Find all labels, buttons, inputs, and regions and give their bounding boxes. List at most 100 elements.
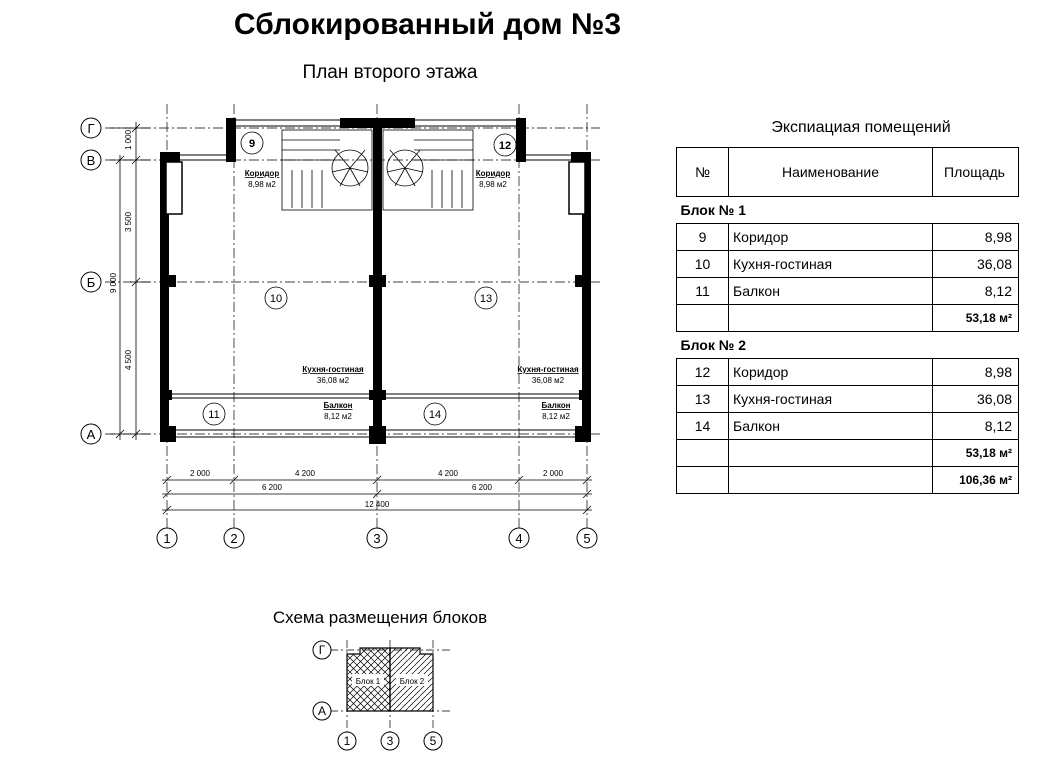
room-area-14: 8,12 м2 (542, 412, 570, 421)
stairs (281, 129, 474, 211)
page-title: Сблокированный дом №3 (233, 8, 622, 41)
scheme-block2-label: Блок 2 (400, 677, 425, 686)
room-area-9: 8,98 м2 (248, 180, 276, 189)
total-row: 53,18 м² (676, 304, 1019, 332)
room-name-12: Коридор (476, 169, 511, 178)
dim-h-2000-right: 2 000 (543, 469, 564, 478)
header-num: № (676, 147, 729, 197)
cell-empty (728, 439, 933, 467)
cell-name: Балкон (728, 277, 933, 305)
block2-total: 53,18 м² (932, 439, 1019, 467)
cell-area: 8,98 (932, 223, 1019, 251)
axis-label-b: Б (87, 275, 96, 290)
axis-label-a: А (87, 427, 96, 442)
dim-v-4500: 4 500 (124, 349, 133, 370)
cell-num: 9 (676, 223, 729, 251)
block2-label: Блок № 2 (676, 331, 1019, 359)
explication-table: № Наименование Площадь Блок № 1 9 Коридо… (676, 147, 1019, 494)
room-area-11: 8,12 м2 (324, 412, 352, 421)
room-area-13: 36,08 м2 (532, 376, 565, 385)
cell-area: 36,08 (932, 385, 1019, 413)
cell-name: Кухня-гостиная (728, 385, 933, 413)
room-number-10: 10 (270, 293, 282, 305)
cell-empty (728, 304, 933, 332)
cell-area: 8,12 (932, 277, 1019, 305)
grand-total: 106,36 м² (932, 466, 1019, 494)
blocks-scheme: Блок 1 Блок 2 Г А 1 3 5 (312, 640, 450, 751)
room-number-14: 14 (429, 409, 441, 421)
table-row: 14 Балкон 8,12 (676, 412, 1019, 440)
cell-area: 36,08 (932, 250, 1019, 278)
cell-num: 13 (676, 385, 729, 413)
axis-label-1: 1 (163, 531, 170, 546)
table-row: 13 Кухня-гостиная 36,08 (676, 385, 1019, 413)
cell-name: Коридор (728, 358, 933, 386)
room-name-11: Балкон (324, 401, 353, 410)
walls (160, 118, 591, 444)
total-row: 53,18 м² (676, 439, 1019, 467)
scheme-axis-3: 3 (387, 734, 394, 748)
dim-h-6200-left: 6 200 (262, 483, 283, 492)
room-number-13: 13 (480, 293, 492, 305)
room-number-12: 12 (499, 140, 511, 152)
axis-label-2: 2 (230, 531, 237, 546)
table-row: 9 Коридор 8,98 (676, 223, 1019, 251)
cell-num: 14 (676, 412, 729, 440)
horizontal-dimensions (162, 475, 592, 515)
table-row: 10 Кухня-гостиная 36,08 (676, 250, 1019, 278)
header-name: Наименование (728, 147, 933, 197)
vertical-dimensions (110, 122, 150, 440)
dim-h-6200-right: 6 200 (472, 483, 493, 492)
cell-empty (676, 466, 729, 494)
axis-label-5: 5 (583, 531, 590, 546)
block-row: Блок № 1 (676, 196, 1019, 224)
cell-num: 11 (676, 277, 729, 305)
cell-name: Балкон (728, 412, 933, 440)
cell-empty (676, 304, 729, 332)
cell-name: Кухня-гостиная (728, 250, 933, 278)
room-area-10: 36,08 м2 (317, 376, 350, 385)
cell-name: Коридор (728, 223, 933, 251)
scheme-axis-g: Г (319, 643, 326, 657)
axis-label-3: 3 (373, 531, 380, 546)
scheme-title: Схема размещения блоков (272, 608, 488, 627)
room-name-9: Коридор (245, 169, 280, 178)
header-area: Площадь (932, 147, 1019, 197)
table-row: 12 Коридор 8,98 (676, 358, 1019, 386)
explication-title: Экспиациая помещений (771, 119, 951, 136)
cell-area: 8,12 (932, 412, 1019, 440)
axis-label-v: В (87, 153, 96, 168)
row-axis-markers: Г В Б А (80, 117, 102, 445)
scheme-axis-1: 1 (344, 734, 351, 748)
room-number-9: 9 (249, 138, 255, 150)
block1-label: Блок № 1 (676, 196, 1019, 224)
room-labels: Коридор 8,98 м2 Коридор 8,98 м2 Кухня-го… (245, 169, 579, 421)
room-name-13: Кухня-гостиная (517, 365, 579, 374)
cell-empty (728, 466, 933, 494)
block1-total: 53,18 м² (932, 304, 1019, 332)
block-row: Блок № 2 (676, 331, 1019, 359)
room-number-11: 11 (208, 409, 219, 421)
plan-title: План второго этажа (302, 62, 478, 83)
room-numbers: 9 12 10 13 11 14 (202, 131, 517, 426)
dim-v-1000: 1 000 (124, 129, 133, 150)
table-header-row: № Наименование Площадь (676, 147, 1019, 197)
dim-v-9000: 9 000 (109, 272, 118, 293)
room-name-10: Кухня-гостиная (302, 365, 364, 374)
grand-total-row: 106,36 м² (676, 466, 1019, 494)
room-name-14: Балкон (542, 401, 571, 410)
scheme-axis-a: А (318, 704, 326, 718)
dim-h-12400: 12 400 (365, 500, 390, 509)
scheme-axis-5: 5 (430, 734, 437, 748)
dim-v-3500: 3 500 (124, 211, 133, 232)
axis-label-4: 4 (515, 531, 522, 546)
col-axis-markers: 1 2 3 4 5 (156, 527, 598, 549)
scheme-block1-label: Блок 1 (356, 677, 381, 686)
room-area-12: 8,98 м2 (479, 180, 507, 189)
dim-h-4200-left: 4 200 (295, 469, 316, 478)
cell-num: 10 (676, 250, 729, 278)
cell-empty (676, 439, 729, 467)
axis-label-g: Г (87, 121, 94, 136)
table-row: 11 Балкон 8,12 (676, 277, 1019, 305)
